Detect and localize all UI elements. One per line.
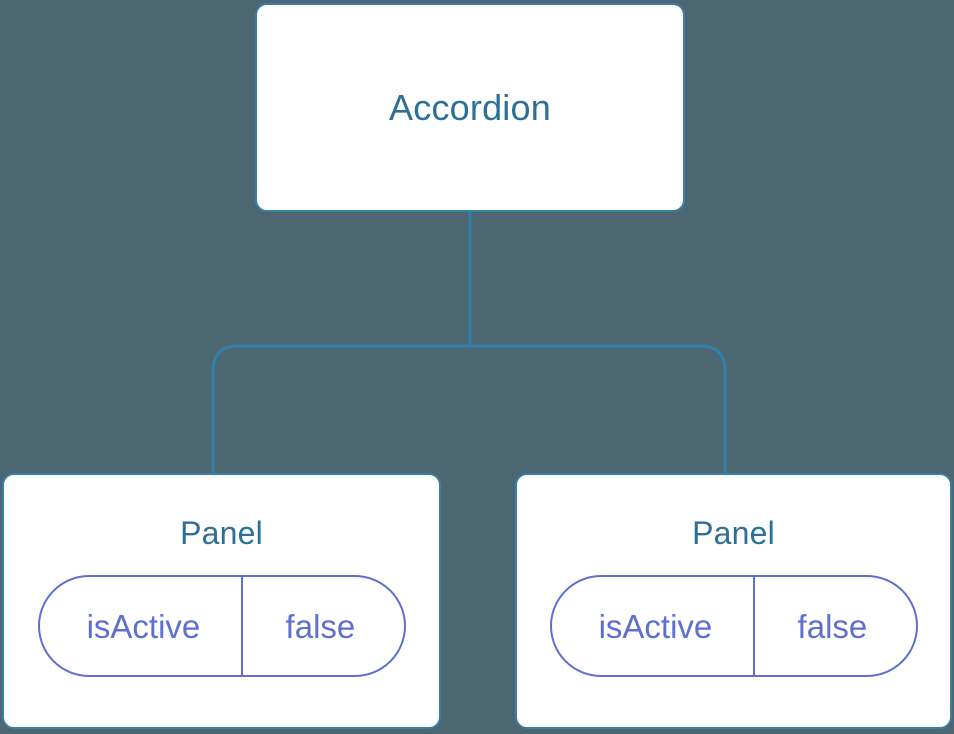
prop-pill[interactable]: isActive false: [37, 575, 406, 677]
node-panel-right[interactable]: Panel isActive false: [515, 473, 952, 729]
node-accordion[interactable]: Accordion: [255, 3, 685, 212]
prop-key: isActive: [40, 577, 244, 675]
edge-accordion-to-panel-right: [470, 344, 727, 475]
prop-key: isActive: [552, 577, 756, 675]
node-panel-left[interactable]: Panel isActive false: [2, 473, 441, 729]
prop-value: false: [285, 607, 356, 645]
node-title: Panel: [692, 515, 775, 551]
edge-accordion-to-panel-left: [211, 344, 470, 475]
prop-value: false: [797, 607, 868, 645]
prop-pill[interactable]: isActive false: [549, 575, 918, 677]
node-title: Panel: [180, 515, 263, 551]
node-title: Accordion: [389, 86, 551, 128]
